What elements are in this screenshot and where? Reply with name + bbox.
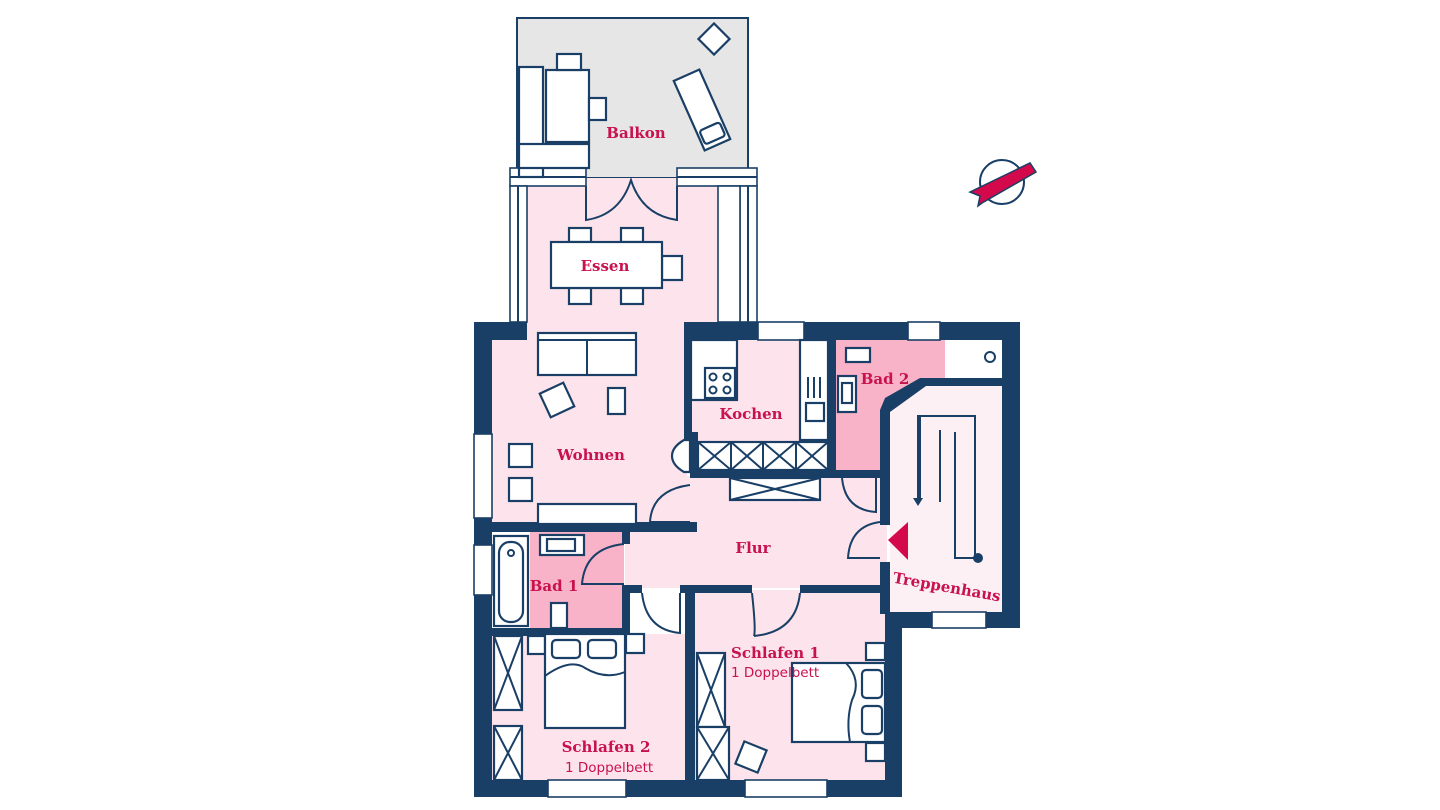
north-arrow-icon [968,159,1038,208]
label-balkon: Balkon [606,124,665,142]
label-flur: Flur [735,539,771,557]
label-wohnen: Wohnen [556,446,625,464]
entrance-arrow-icon [888,522,908,560]
label-bad2: Bad 2 [861,370,910,388]
cabinets [670,438,830,502]
label-schlafen1: Schlafen 1 [731,644,820,662]
beds-schlafen2: 1 Doppelbett [565,760,653,776]
label-kochen: Kochen [719,405,782,423]
label-essen: Essen [581,257,630,275]
label-schlafen2: Schlafen 2 [562,738,651,756]
label-bad1: Bad 1 [530,577,579,595]
beds-schlafen1: 1 Doppelbett [731,665,819,681]
